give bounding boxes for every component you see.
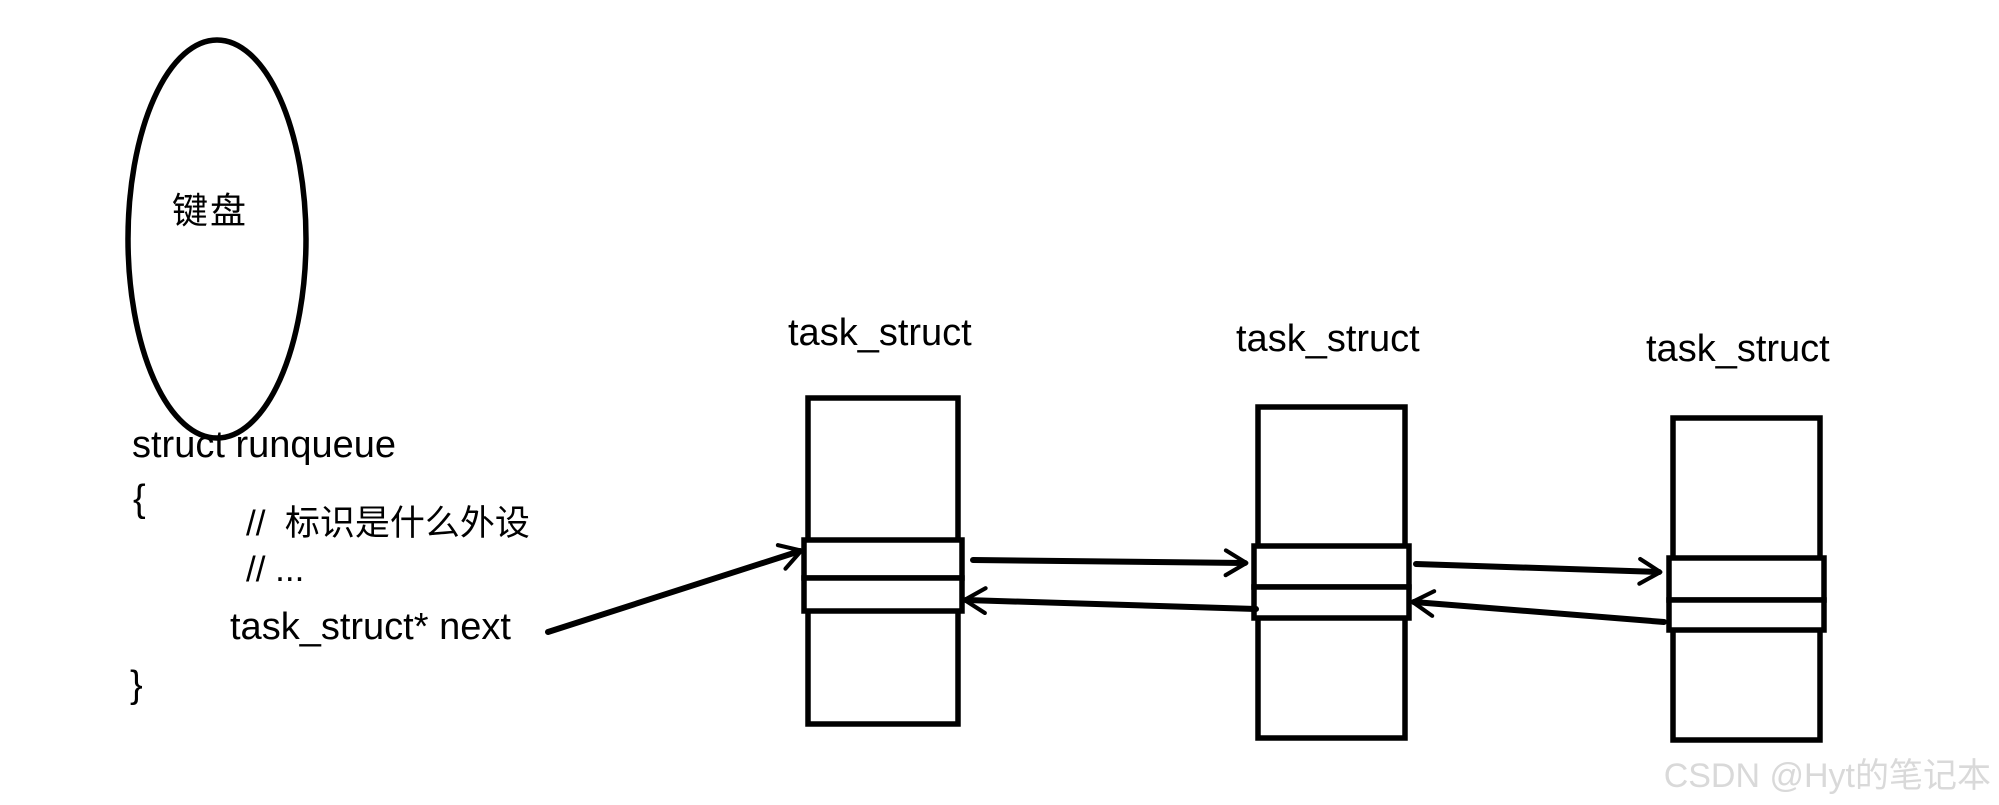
node2-prev-cell: [1251, 584, 1412, 621]
task-struct-node-1: [801, 395, 965, 727]
code-open-brace: {: [133, 478, 146, 520]
arrow-node2-next-to-node3: [1413, 556, 1663, 586]
code-comment-more: // ...: [246, 550, 305, 589]
watermark-text: CSDN @Hyt的笔记本: [1663, 757, 1991, 795]
code-comment-device: // 标识是什么外设: [246, 504, 530, 543]
node2-title: task_struct: [1236, 318, 1420, 360]
task-struct-node-2: [1251, 404, 1412, 741]
task-struct-node-3: [1666, 415, 1827, 743]
code-struct-decl: struct runqueue: [132, 424, 397, 466]
node3-prev-cell: [1666, 597, 1827, 633]
node3-next-cell: [1666, 555, 1827, 603]
node1-next-cell: [801, 537, 965, 581]
keyboard-ellipse-shape: [125, 37, 309, 441]
arrow-next-member-to-node1: [545, 543, 804, 635]
code-close-brace: }: [130, 664, 143, 706]
arrow-node2-prev-to-node1: [962, 586, 1259, 616]
node1-title: task_struct: [788, 312, 972, 354]
node2-next-cell: [1251, 543, 1412, 590]
arrow-node1-next-to-node2: [970, 548, 1249, 578]
arrow-node3-prev-to-node2: [1410, 589, 1667, 625]
node3-title: task_struct: [1646, 328, 1830, 370]
keyboard-label: 键盘: [172, 190, 249, 231]
node1-prev-cell: [801, 575, 965, 614]
code-next-member: task_struct* next: [230, 606, 511, 648]
